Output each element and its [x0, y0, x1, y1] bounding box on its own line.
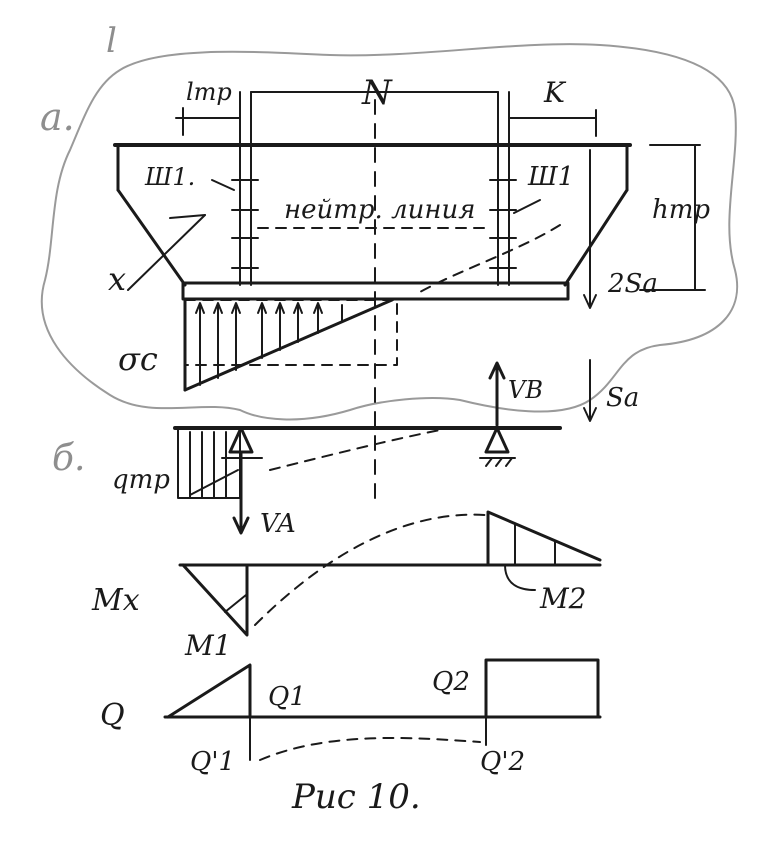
label-sa: Sa — [606, 383, 639, 413]
stress-diagram-sigma-c — [183, 298, 398, 392]
label-sh1-left: Ш1. — [144, 163, 195, 191]
label-q-tr: qтр — [112, 465, 170, 495]
label-neutral-line: нейтр. линия — [284, 195, 475, 225]
label-l-tr: lтр — [186, 78, 232, 106]
label-part-b: б. — [52, 438, 85, 479]
label-m2: M2 — [539, 582, 586, 615]
label-va: VA — [260, 509, 296, 539]
label-m1: M1 — [184, 629, 231, 662]
label-q2-prime: Q'2 — [480, 747, 525, 777]
beam-scheme-part-b — [173, 359, 597, 535]
label-h-tr: hтр — [652, 195, 710, 225]
label-part-a: a. — [40, 95, 75, 139]
label-sh1-right: Ш1 — [527, 162, 574, 192]
label-q: Q — [100, 698, 125, 733]
label-k: K — [543, 76, 567, 109]
figure-caption: Рис 10. — [291, 777, 421, 817]
label-vb: VB — [508, 376, 543, 404]
label-two-sa: 2Sa — [607, 269, 658, 299]
label-q1-prime: Q'1 — [190, 747, 235, 777]
label-sigma-c: σc — [118, 340, 158, 378]
label-q2: Q2 — [432, 667, 470, 697]
moment-diagram — [178, 510, 602, 637]
label-top-pencil: l — [106, 21, 117, 61]
label-x: x — [108, 260, 126, 298]
label-q1: Q1 — [268, 682, 306, 712]
shear-diagram — [163, 658, 602, 761]
label-n: N — [361, 73, 393, 113]
label-mx: Mx — [91, 583, 140, 618]
